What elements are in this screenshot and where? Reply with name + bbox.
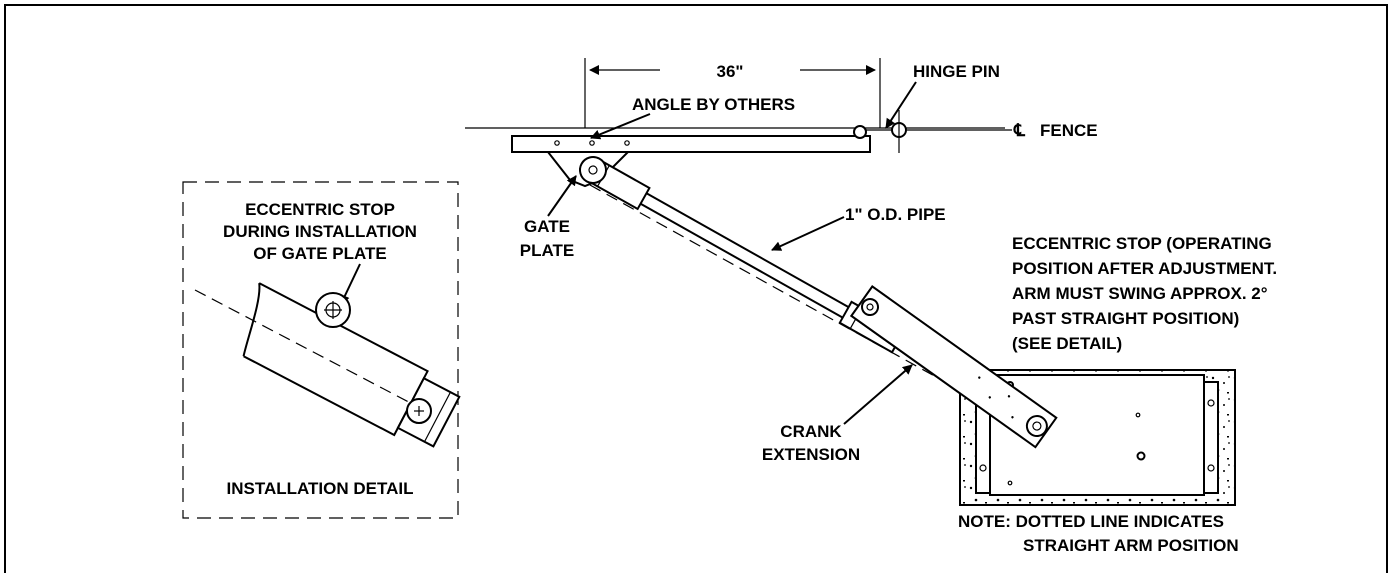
note-line-1: NOTE: DOTTED LINE INDICATES xyxy=(958,512,1224,531)
gate-plate-arrow xyxy=(547,175,577,217)
note-line-2: STRAIGHT ARM POSITION xyxy=(1023,536,1239,555)
eccentric-op-line-3: ARM MUST SWING APPROX. 2° xyxy=(1012,284,1268,303)
eccentric-op-line-5: (SEE DETAIL) xyxy=(1012,334,1122,353)
detail-title-line-1: ECCENTRIC STOP xyxy=(245,200,395,219)
installation-detail: ECCENTRIC STOP DURING INSTALLATION OF GA… xyxy=(182,181,461,519)
eccentric-op-line-1: ECCENTRIC STOP (OPERATING xyxy=(1012,234,1272,253)
detail-centerline xyxy=(194,289,444,421)
drawing-border xyxy=(4,4,1388,573)
pipe-arm xyxy=(579,156,906,354)
hinge-pin-label: HINGE PIN xyxy=(913,62,1000,81)
eccentric-op-line-2: POSITION AFTER ADJUSTMENT. xyxy=(1012,259,1277,278)
detail-pivot-icon xyxy=(406,398,432,424)
pipe-arrow xyxy=(771,216,845,251)
pipe-label: 1" O.D. PIPE xyxy=(845,205,946,224)
eccentric-stop-icon xyxy=(315,292,351,328)
gate-plate-label-2: PLATE xyxy=(520,241,574,260)
detail-title-line-3: OF GATE PLATE xyxy=(253,244,386,263)
gate-plate-label-1: GATE xyxy=(524,217,570,236)
eccentric-op-line-4: PAST STRAIGHT POSITION) xyxy=(1012,309,1239,328)
gate-angle-bar xyxy=(465,110,1012,153)
dimension-36: 36" xyxy=(584,58,881,128)
crank-label-1: CRANK xyxy=(780,422,842,441)
dimension-label: 36" xyxy=(717,62,744,81)
hinge-pin-arrow xyxy=(885,81,917,129)
fence-label: FENCE xyxy=(1040,121,1098,140)
base-plate-concrete xyxy=(959,369,1236,506)
hinge-pin-icon xyxy=(853,125,867,139)
pipe-line-bottom xyxy=(640,202,857,326)
crank-extension-overlay xyxy=(850,285,1058,449)
fence-symbol: ℄ xyxy=(1013,121,1026,140)
crank-arrow xyxy=(843,364,913,425)
angle-by-others-label: ANGLE BY OTHERS xyxy=(632,95,795,114)
angle-bar xyxy=(511,135,871,153)
pipe-line-top xyxy=(645,192,863,316)
detail-dashed-border xyxy=(182,181,459,519)
detail-caption: INSTALLATION DETAIL xyxy=(227,479,414,498)
detail-title-line-2: DURING INSTALLATION xyxy=(223,222,417,241)
angle-by-others-arrow xyxy=(590,113,651,140)
crank-label-2: EXTENSION xyxy=(762,445,860,464)
